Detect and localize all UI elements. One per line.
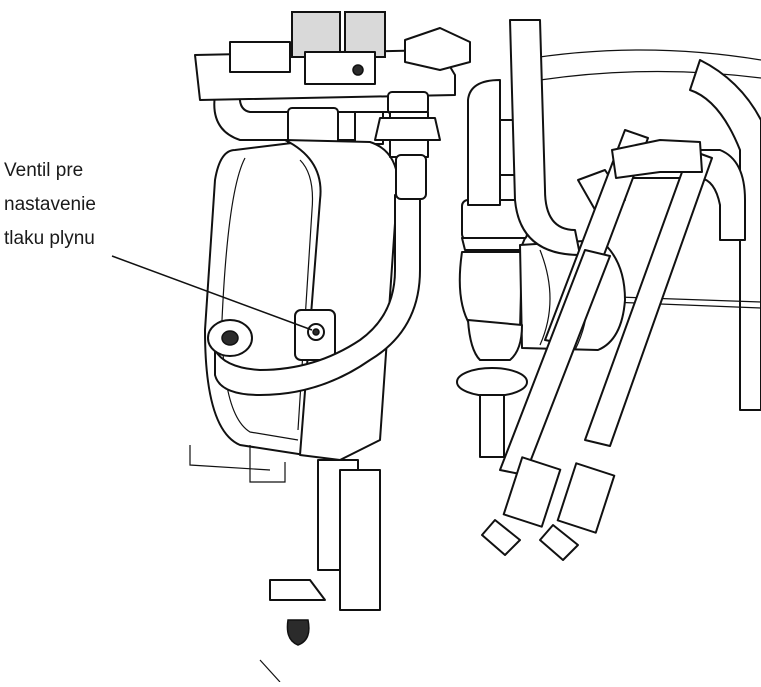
gas-valve-housing [204,139,399,461]
callout-label-line-2: nastavenie [4,194,96,215]
control-board [194,11,471,101]
support-foot [259,579,326,683]
gas-inlet-pipe [207,194,421,396]
callout-label-line-1: Ventil pre [4,160,84,181]
callout-leader-line [111,255,313,331]
top-left-pipe [213,91,396,147]
pipe-fitting [374,91,441,200]
callout-label-line-3: tlaku plynu [4,228,95,249]
pump-outlet-pipe [467,19,626,256]
diagonal-pipes [481,129,713,561]
frame-legs [189,445,381,611]
